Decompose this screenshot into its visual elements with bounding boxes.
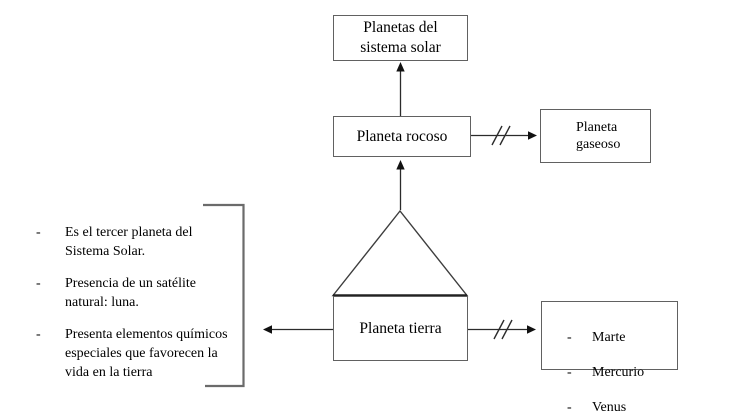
- list-item-bullet: -: [36, 327, 41, 342]
- fact-text: Presenta elementos químicos especiales q…: [65, 327, 228, 380]
- list-item: - Es el tercer planeta del Sistema Solar…: [36, 223, 251, 261]
- list-item-label: Marte: [592, 329, 626, 345]
- arrow-triangle-to-rocoso-head: [396, 160, 405, 170]
- tierra-facts-list: - Es el tercer planeta del Sistema Solar…: [36, 223, 251, 395]
- break-mark-slash: [501, 319, 513, 340]
- title-box-label: Planetas del sistema solar: [360, 19, 441, 56]
- fact-text: Presencia de un satélite natural: luna.: [65, 276, 197, 310]
- gaseoso-box-label: Planeta gaseoso: [576, 119, 621, 153]
- tierra-box-label: Planeta tierra: [359, 319, 442, 337]
- break-mark-slash: [493, 319, 505, 340]
- list-item-bullet: -: [567, 399, 572, 413]
- list-item-label: Mercurio: [592, 364, 645, 380]
- list-item: - Presenta elementos químicos especiales…: [36, 325, 251, 382]
- triangle-shape: [331, 209, 469, 297]
- rocoso-box-label: Planeta rocoso: [356, 127, 448, 145]
- title-box: Planetas del sistema solar: [333, 15, 468, 61]
- tierra-box: Planeta tierra: [333, 296, 468, 361]
- list-item: - Presencia de un satélite natural: luna…: [36, 274, 251, 312]
- break-mark-slash: [491, 125, 503, 146]
- list-item: - Mercurio: [567, 364, 677, 382]
- list-item-bullet: -: [567, 364, 572, 380]
- list-item-bullet: -: [36, 276, 41, 291]
- fact-text: Es el tercer planeta del Sistema Solar.: [65, 225, 193, 259]
- arrow-tierra-to-facts-head: [263, 325, 272, 334]
- list-item-bullet: -: [567, 329, 572, 345]
- arrow-rocoso-to-gaseoso-head: [528, 131, 537, 140]
- list-item: - Marte: [567, 329, 677, 347]
- facts-bracket: [203, 203, 245, 388]
- arrow-tierra-to-list-head: [527, 325, 536, 334]
- list-item-label: Venus: [592, 399, 627, 413]
- gaseoso-box: Planeta gaseoso: [540, 109, 651, 163]
- break-mark-slash: [499, 125, 511, 146]
- planet-list-box: - Marte - Mercurio - Venus: [541, 301, 678, 413]
- arrow-rocoso-to-title-head: [396, 62, 405, 72]
- rocoso-box: Planeta rocoso: [333, 116, 471, 157]
- list-item: - Venus: [567, 399, 677, 413]
- list-item-bullet: -: [36, 225, 41, 240]
